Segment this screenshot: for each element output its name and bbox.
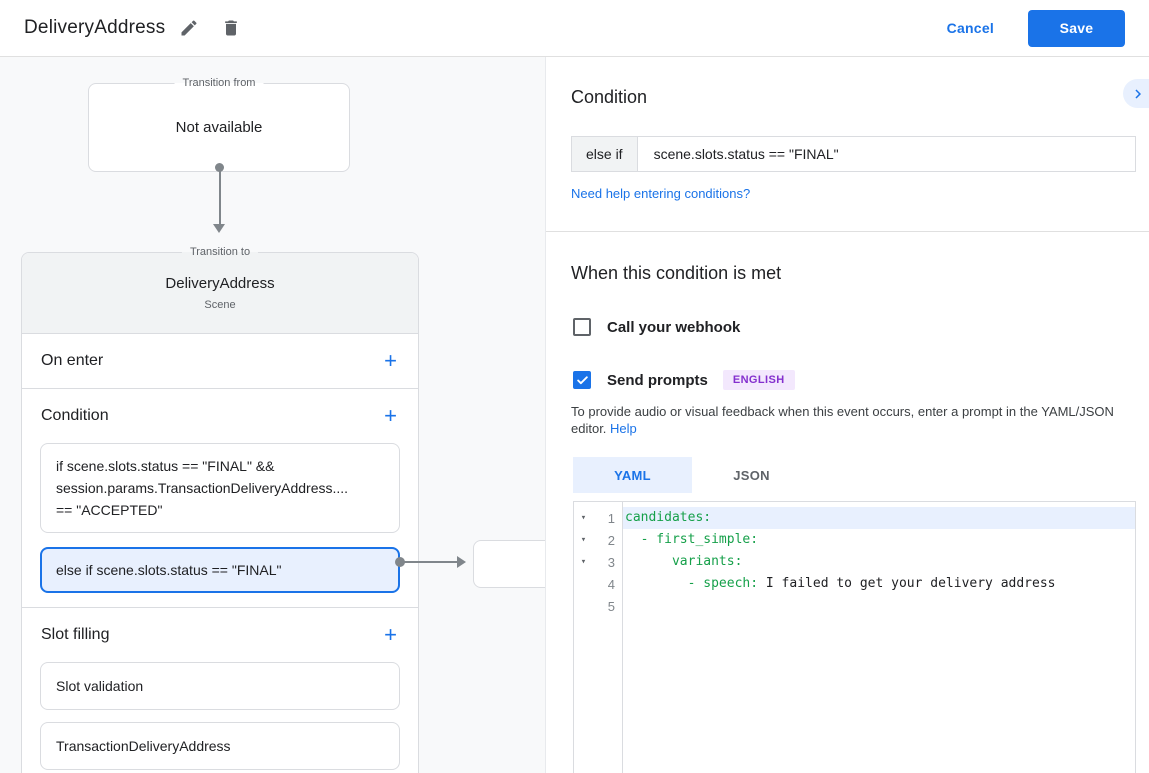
slot-filling-label: Slot filling xyxy=(41,626,110,643)
webhook-checkbox[interactable] xyxy=(573,318,591,336)
condition-connector-arrow-right-icon xyxy=(457,556,466,568)
code-line[interactable] xyxy=(623,595,1135,617)
scene-card-header[interactable]: DeliveryAddress Scene xyxy=(22,253,418,333)
prompts-checkbox[interactable] xyxy=(573,371,591,389)
editor-code-area[interactable]: candidates: - first_simple: variants: - … xyxy=(623,502,1135,773)
flow-diagram-panel: Transition from Not available Transition… xyxy=(0,57,546,773)
condition-section: Condition + if scene.slots.status == "FI… xyxy=(22,388,418,593)
yaml-key-token: - speech: xyxy=(687,576,759,591)
connector-arrow-down-icon xyxy=(213,224,225,233)
delete-button[interactable] xyxy=(213,10,249,46)
connector-dot xyxy=(215,163,224,172)
slot-box[interactable]: TransactionDeliveryAddress xyxy=(40,722,400,770)
yaml-key-token: variants: xyxy=(671,554,743,569)
section-divider xyxy=(546,231,1149,232)
save-button[interactable]: Save xyxy=(1028,9,1125,47)
fold-arrow-icon[interactable]: ▾ xyxy=(580,535,587,545)
gutter-row: ▾2 xyxy=(574,529,622,551)
add-slot-button[interactable]: + xyxy=(384,622,397,647)
prompts-checkbox-row[interactable]: Send prompts ENGLISH xyxy=(573,370,1149,390)
transition-to-legend: Transition to xyxy=(181,246,259,258)
code-line[interactable]: candidates: xyxy=(623,507,1135,529)
transition-from-box[interactable]: Transition from Not available xyxy=(88,77,350,172)
condition-inspector-panel: Condition else if Need help entering con… xyxy=(546,57,1149,773)
condition-box[interactable]: if scene.slots.status == "FINAL" && sess… xyxy=(40,443,400,533)
condition-box-selected[interactable]: else if scene.slots.status == "FINAL" xyxy=(40,547,400,593)
on-enter-label: On enter xyxy=(41,352,104,369)
pencil-icon xyxy=(181,20,197,36)
line-number: 1 xyxy=(607,510,615,526)
feedback-helper-text: To provide audio or visual feedback when… xyxy=(571,403,1136,437)
condition-connector-line xyxy=(400,561,459,563)
yaml-text-token xyxy=(625,554,672,569)
gutter-row: 5 xyxy=(574,595,622,617)
gutter-row: 4 xyxy=(574,573,622,595)
chevron-right-icon xyxy=(1135,89,1141,98)
line-number: 3 xyxy=(607,554,615,570)
connector-line xyxy=(218,168,221,225)
edit-button[interactable] xyxy=(171,10,207,46)
check-icon xyxy=(576,375,588,384)
condition-editor-row: else if xyxy=(571,136,1136,172)
code-line[interactable]: - speech: I failed to get your delivery … xyxy=(623,573,1135,595)
on-enter-section: On enter + xyxy=(22,333,418,388)
conditions-help-link[interactable]: Need help entering conditions? xyxy=(571,186,751,201)
trash-icon xyxy=(225,20,238,36)
yaml-key-token: candidates: xyxy=(625,510,712,525)
language-badge: ENGLISH xyxy=(722,370,795,390)
line-number: 4 xyxy=(607,576,615,592)
yaml-text-token: I failed to get your delivery address xyxy=(758,576,1056,591)
inspector-title: Condition xyxy=(571,87,648,107)
fold-arrow-icon[interactable]: ▾ xyxy=(580,557,587,567)
line-number: 5 xyxy=(607,598,615,614)
cancel-button[interactable]: Cancel xyxy=(946,20,994,36)
condition-list: if scene.slots.status == "FINAL" && sess… xyxy=(22,443,418,593)
help-link[interactable]: Help xyxy=(610,421,637,436)
yaml-key-token: - first_simple: xyxy=(640,532,759,547)
collapse-panel-button[interactable] xyxy=(1123,79,1149,108)
code-line[interactable]: - first_simple: xyxy=(623,529,1135,551)
line-number: 2 xyxy=(607,532,615,548)
feedback-text: To provide audio or visual feedback when… xyxy=(571,404,1114,436)
webhook-label: Call your webhook xyxy=(607,318,741,336)
top-bar: DeliveryAddress Cancel Save xyxy=(0,0,1149,57)
condition-input[interactable] xyxy=(637,136,1136,172)
scene-card: Transition to DeliveryAddress Scene On e… xyxy=(21,246,419,773)
condition-section-label: Condition xyxy=(41,407,109,424)
transition-target-box[interactable] xyxy=(473,540,545,588)
fold-arrow-icon[interactable]: ▾ xyxy=(580,513,587,523)
yaml-text-token xyxy=(625,532,641,547)
add-condition-button[interactable]: + xyxy=(384,403,397,428)
prompts-label: Send prompts xyxy=(607,371,708,389)
gutter-row: ▾3 xyxy=(574,551,622,573)
code-line[interactable]: variants: xyxy=(623,551,1135,573)
add-on-enter-button[interactable]: + xyxy=(384,348,397,373)
webhook-checkbox-row[interactable]: Call your webhook xyxy=(573,318,1149,336)
when-condition-heading: When this condition is met xyxy=(571,263,782,283)
gutter-row: ▾1 xyxy=(574,507,622,529)
scene-name: DeliveryAddress xyxy=(165,275,275,292)
tab-json[interactable]: JSON xyxy=(692,457,811,493)
tab-yaml[interactable]: YAML xyxy=(573,457,692,493)
transition-from-legend: Transition from xyxy=(174,77,264,89)
slot-box[interactable]: Slot validation xyxy=(40,662,400,710)
page-title: DeliveryAddress xyxy=(24,17,166,38)
condition-type-label: else if xyxy=(571,136,638,172)
transition-from-content: Not available xyxy=(175,119,263,136)
yaml-text-token xyxy=(625,576,688,591)
scene-type-label: Scene xyxy=(204,299,236,311)
